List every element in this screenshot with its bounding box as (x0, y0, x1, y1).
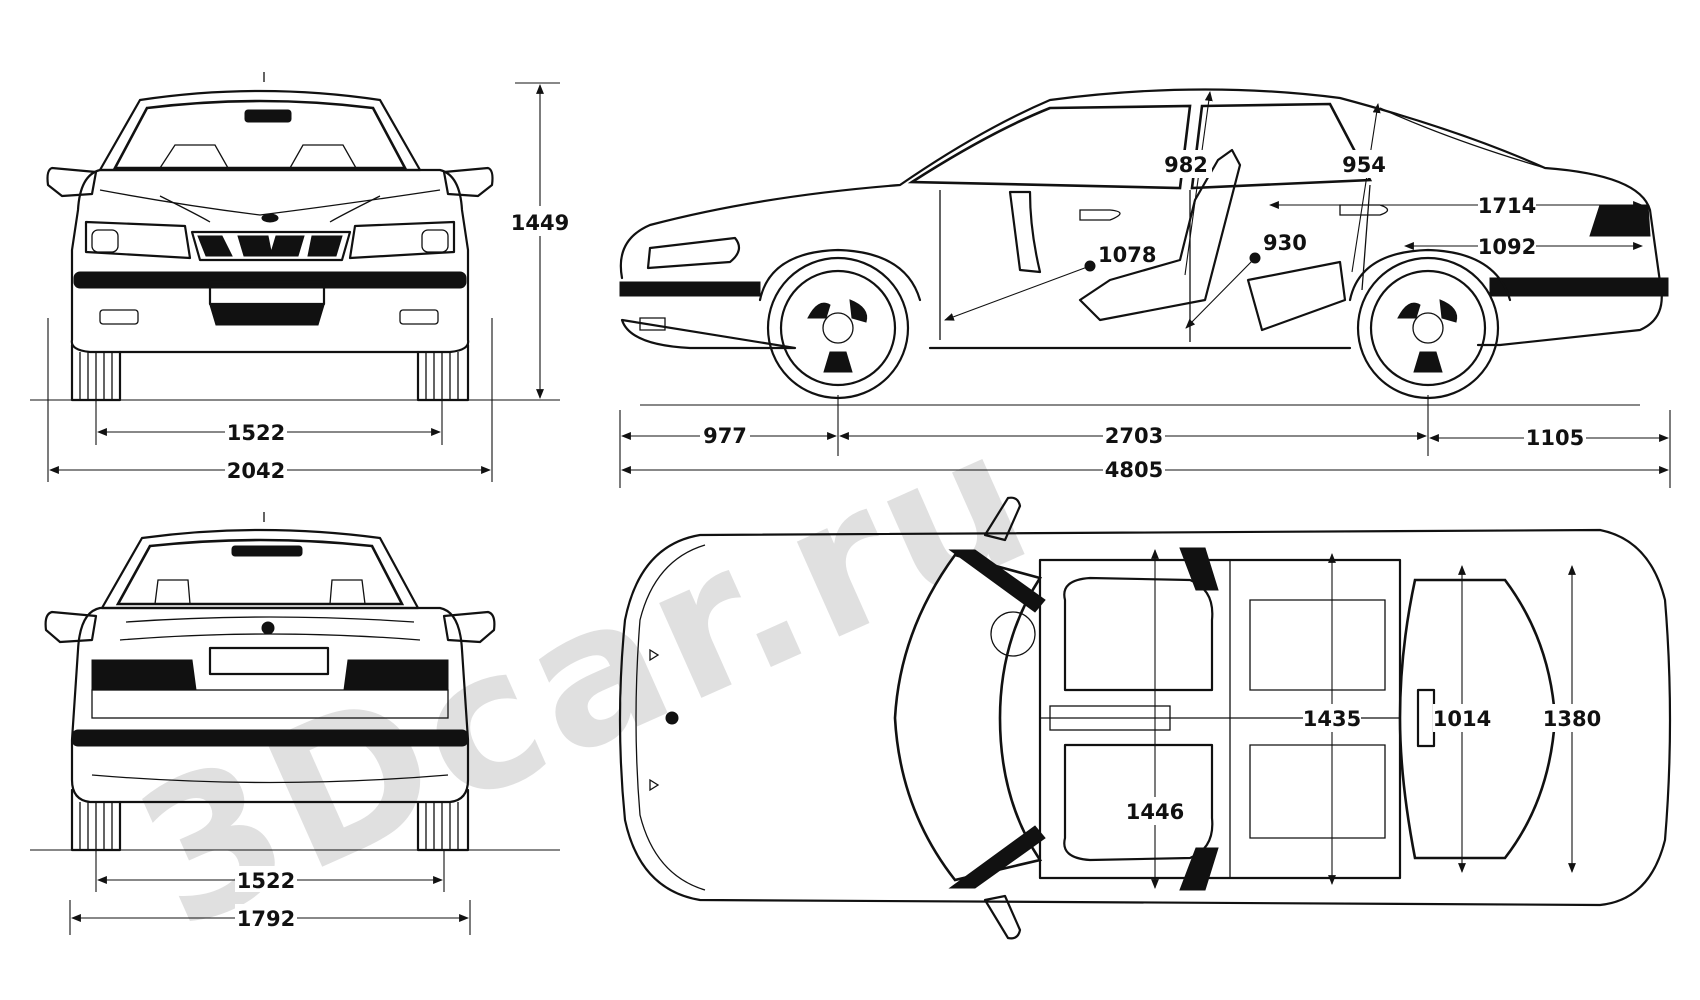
front-track-label: 1522 (227, 421, 285, 445)
trunk-floor-label: 1092 (1478, 235, 1536, 259)
rear-track-label: 1522 (237, 869, 295, 893)
front-shoulder-room-label: 1446 (1126, 800, 1184, 824)
front-headroom-label: 982 (1164, 153, 1208, 177)
rear-view: 1522 1792 (30, 512, 560, 935)
trunk-opening-width-label: 1014 (1433, 707, 1491, 731)
wheelbase-label: 2703 (1105, 424, 1163, 448)
rear-width-label: 1792 (237, 907, 295, 931)
rear-headroom-label: 954 (1342, 153, 1386, 177)
rear-shoulder-room-label: 1435 (1303, 707, 1361, 731)
overall-length-label: 4805 (1105, 458, 1163, 482)
side-view: 982 954 1078 930 1714 1092 977 2703 1105… (619, 88, 1671, 488)
rear-legroom-label: 930 (1263, 231, 1307, 255)
trunk-length-label: 1714 (1478, 194, 1536, 218)
rear-car-drawing (44, 512, 496, 852)
top-view: 1446 1435 1014 1380 (618, 496, 1672, 940)
front-car-drawing (46, 72, 494, 402)
side-car-drawing (619, 88, 1669, 400)
front-width-label: 2042 (227, 459, 285, 483)
front-view: 1449 1522 2042 (30, 72, 569, 483)
front-height-label: 1449 (511, 211, 569, 235)
trunk-width-label: 1380 (1543, 707, 1601, 731)
front-legroom-label: 1078 (1098, 243, 1156, 267)
front-overhang-label: 977 (703, 424, 747, 448)
rear-overhang-label: 1105 (1526, 426, 1584, 450)
